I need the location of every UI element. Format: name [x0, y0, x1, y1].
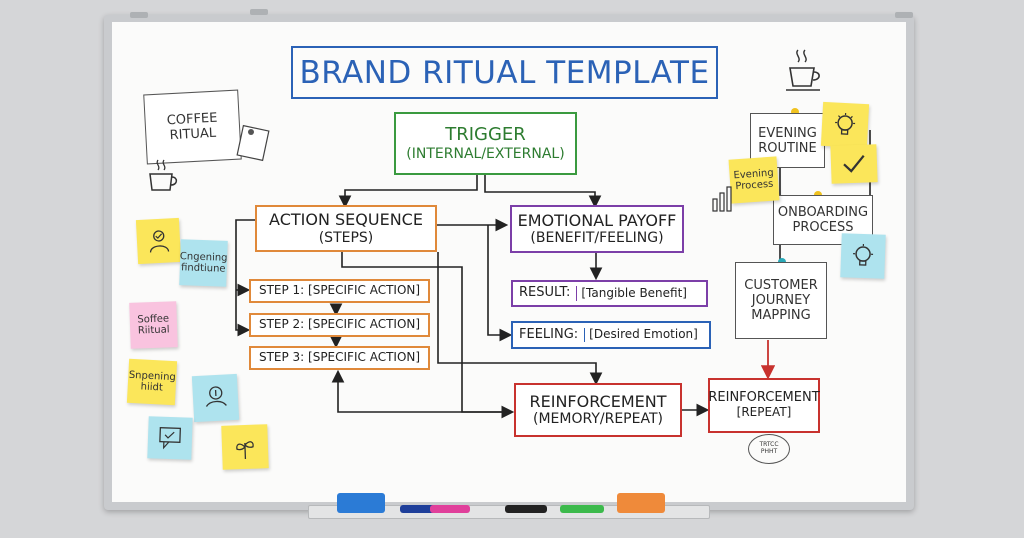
orange-eraser[interactable] — [617, 493, 665, 513]
checkmark-icon — [843, 154, 865, 173]
feeling-box: FEELING: [Desired Emotion] — [511, 321, 711, 349]
action-subtitle: (STEPS) — [318, 229, 374, 246]
result-value: [Tangible Benefit] — [581, 285, 687, 300]
sticky-lightbulb — [820, 101, 870, 149]
reinforcement-box: REINFORCEMENT (MEMORY/REPEAT) — [514, 383, 682, 437]
trigger-box: TRIGGER (INTERNAL/EXTERNAL) — [394, 112, 577, 175]
reinforcement-repeat-title: REINFORCEMENT — [708, 390, 820, 406]
feeling-value: [Desired Emotion] — [589, 327, 698, 342]
step-2-label: STEP 2: [SPECIFIC ACTION] — [258, 317, 421, 332]
coffee-mug-icon — [149, 159, 178, 191]
sticky-evening-process: Evening Process — [728, 156, 780, 204]
sticky-chat — [147, 416, 193, 460]
emotional-subtitle: (BENEFIT/FEELING) — [530, 230, 664, 247]
sticky-person — [135, 217, 182, 265]
step-1-label: STEP 1: [SPECIFIC ACTION] — [258, 283, 421, 298]
reinforcement-title: REINFORCEMENT — [529, 391, 667, 411]
coffee-ritual-card: COFFEE RITUAL — [143, 89, 242, 165]
soffee-line2: Riitual — [137, 324, 170, 337]
small-doodle-note: TRTCC PHHT — [748, 434, 790, 464]
customer-journey-card: CUSTOMER JOURNEY MAPPING — [735, 262, 827, 339]
step-1-box: STEP 1: [SPECIFIC ACTION] — [249, 279, 430, 303]
snpening-line2: hiidt — [140, 381, 164, 394]
onboarding-line2: PROCESS — [792, 220, 854, 235]
black-marker[interactable] — [505, 505, 547, 513]
feeling-label: FEELING: — [513, 327, 586, 343]
result-label: RESULT: — [513, 285, 578, 301]
emotional-title: EMOTIONAL PAYOFF — [517, 210, 677, 230]
action-title: ACTION SEQUENCE — [269, 210, 423, 230]
step-3-label: STEP 3: [SPECIFIC ACTION] — [258, 350, 421, 365]
sticky-soffee: Soffee Riitual — [129, 301, 178, 349]
action-sequence-box: ACTION SEQUENCE (STEPS) — [255, 205, 437, 252]
step-2-box: STEP 2: [SPECIFIC ACTION] — [249, 313, 430, 337]
attached-paper-icon — [236, 124, 270, 162]
journey-line1: CUSTOMER — [744, 278, 818, 293]
evening-routine-line1: EVENING — [758, 125, 817, 141]
evening-routine-line2: ROUTINE — [758, 140, 817, 156]
green-marker[interactable] — [560, 505, 604, 513]
coffee-ritual-line2: RITUAL — [169, 125, 217, 144]
blue-marker[interactable] — [400, 505, 438, 513]
result-box: RESULT: [Tangible Benefit] — [511, 280, 708, 307]
lightbulb-icon — [835, 112, 856, 135]
journey-line2: JOURNEY — [751, 293, 811, 308]
chat-check-icon — [159, 426, 182, 450]
onboarding-line1: ONBOARDING — [777, 205, 869, 220]
idea-doodle-icon — [205, 386, 227, 407]
reinforcement-repeat-subtitle: [REPEAT] — [736, 405, 792, 420]
frame-clip — [250, 9, 268, 15]
trigger-subtitle: (INTERNAL/EXTERNAL) — [406, 145, 565, 162]
bar-chart-icon — [712, 186, 732, 212]
sticky-snpening: Snpening hiidt — [126, 358, 178, 406]
trigger-title: TRIGGER — [445, 124, 526, 146]
reinforcement-subtitle: (MEMORY/REPEAT) — [533, 411, 663, 428]
lightbulb-icon — [853, 243, 874, 266]
coffee-cup-icon — [786, 49, 820, 91]
sticky-ongoing: Cngening findtiune — [179, 239, 228, 287]
plant-icon — [236, 441, 254, 460]
emotional-payoff-box: EMOTIONAL PAYOFF (BENEFIT/FEELING) — [510, 205, 684, 253]
journey-line3: MAPPING — [751, 308, 811, 323]
sticky-checkmark — [830, 144, 878, 184]
frame-clip — [895, 12, 913, 18]
reinforcement-repeat-box: REINFORCEMENT [REPEAT] — [708, 378, 820, 433]
page-title: BRAND RITUAL TEMPLATE — [291, 46, 718, 99]
sticky-idea — [191, 373, 240, 423]
pink-marker[interactable] — [430, 505, 470, 513]
ongoing-line2: findtiune — [180, 262, 226, 275]
blue-eraser[interactable] — [337, 493, 385, 513]
frame-clip — [130, 12, 148, 18]
evening-process-line2: Process — [735, 178, 774, 193]
person-check-icon — [149, 230, 169, 253]
sticky-lightbulb-blue — [840, 233, 886, 279]
sticky-plant — [221, 424, 269, 470]
step-3-box: STEP 3: [SPECIFIC ACTION] — [249, 346, 430, 370]
